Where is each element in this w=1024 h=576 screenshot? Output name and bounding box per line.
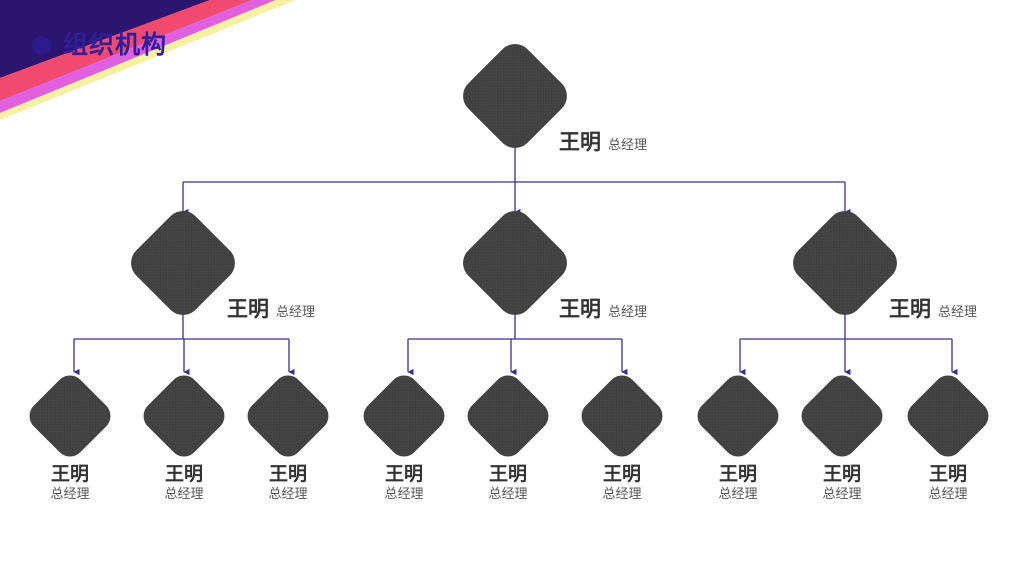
org-node-role: 总经理 (164, 485, 204, 501)
org-node-label: 王明总经理 (268, 464, 307, 503)
org-node-name: 王明 (559, 298, 601, 321)
org-node-label: 王明总经理 (928, 464, 967, 503)
org-node-role: 总经理 (50, 485, 90, 501)
org-node-name: 王明 (718, 464, 758, 485)
org-node-name: 王明 (559, 131, 601, 154)
org-node-role: 总经理 (488, 485, 528, 501)
org-node-name: 王明 (227, 298, 269, 321)
diamond-shape-icon (455, 36, 575, 156)
org-node-name: 王明 (602, 464, 642, 485)
org-node-role: 总经理 (384, 485, 424, 501)
org-node-role: 总经理 (718, 485, 758, 501)
diamond-shape-icon (123, 203, 243, 323)
org-node-label: 王明总经理 (602, 464, 641, 503)
org-node-role: 总经理 (602, 485, 642, 501)
org-node-role: 总经理 (268, 485, 308, 501)
diamond-shape-icon (461, 369, 555, 463)
org-node-label: 王明总经理 (718, 464, 757, 503)
page-title-label: 组织机构 (63, 30, 168, 59)
diamond-shape-icon (575, 369, 669, 463)
diamond-shape-icon (691, 369, 785, 463)
org-node-label: 王明总经理 (488, 464, 527, 503)
filled-circle-bullet-icon (32, 35, 51, 55)
org-node-name: 王明 (50, 464, 90, 485)
diamond-shape-icon (785, 203, 905, 323)
org-node-name: 王明 (889, 298, 931, 321)
org-node-label: 王明总经理 (384, 464, 423, 503)
org-node-label: 王明总经理 (559, 299, 647, 320)
org-node-name: 王明 (268, 464, 308, 485)
diamond-shape-icon (795, 369, 889, 463)
diamond-shape-icon (23, 369, 117, 463)
org-node-label: 王明总经理 (559, 132, 647, 153)
org-node-label: 王明总经理 (227, 299, 315, 320)
diamond-shape-icon (241, 369, 335, 463)
org-node-label: 王明总经理 (50, 464, 89, 503)
diamond-shape-icon (137, 369, 231, 463)
org-node-label: 王明总经理 (822, 464, 861, 503)
org-node-role: 总经理 (928, 485, 968, 501)
org-node-role: 总经理 (276, 304, 316, 319)
org-node-name: 王明 (384, 464, 424, 485)
diamond-shape-icon (901, 369, 995, 463)
org-node-role: 总经理 (938, 304, 978, 319)
org-node-role: 总经理 (822, 485, 862, 501)
diamond-shape-icon (357, 369, 451, 463)
org-node-role: 总经理 (608, 137, 648, 152)
org-node-name: 王明 (164, 464, 204, 485)
diamond-shape-icon (455, 203, 575, 323)
org-node-label: 王明总经理 (889, 299, 977, 320)
org-node-label: 王明总经理 (164, 464, 203, 503)
org-node-name: 王明 (488, 464, 528, 485)
org-node-name: 王明 (928, 464, 968, 485)
org-node-role: 总经理 (608, 304, 648, 319)
page-title: 组织机构 (32, 28, 167, 62)
org-node-name: 王明 (822, 464, 862, 485)
